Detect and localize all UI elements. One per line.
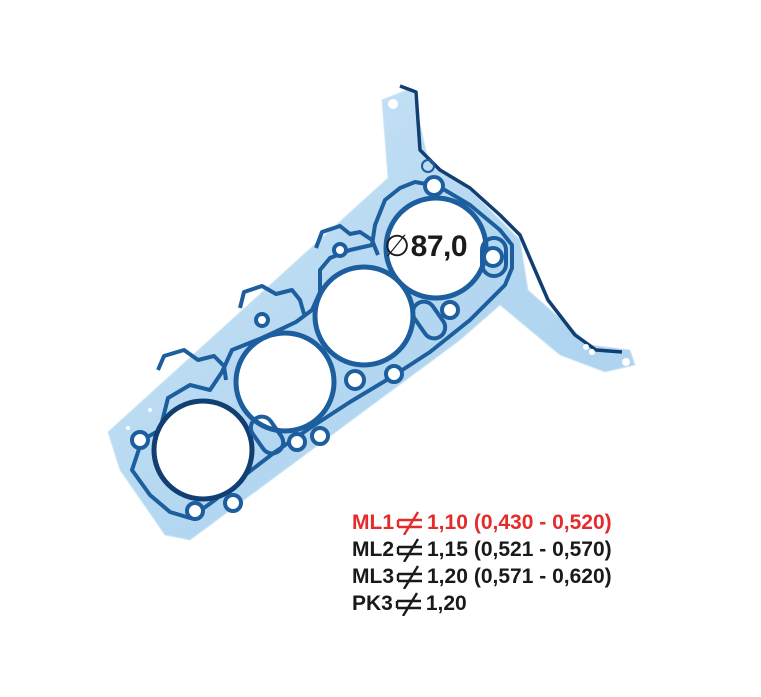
- dowel-ring: [421, 159, 435, 173]
- spec-range: (0,521 - 0,570): [473, 538, 612, 561]
- bolt-holes: [130, 175, 504, 521]
- thickness-spec-list: ML1 1,10 (0,430 - 0,520) ML2 1,15 (0,521…: [352, 509, 612, 617]
- bore-beads: [151, 195, 489, 502]
- bore-2: [312, 264, 416, 368]
- spec-range: (0,571 - 0,620): [473, 565, 612, 588]
- bore-3: [233, 330, 337, 434]
- thickness-symbol-icon: [396, 510, 422, 535]
- spec-thickness: 1,10: [427, 511, 468, 534]
- spec-thickness: 1,20: [427, 565, 468, 588]
- spec-row-pk3: PK3 1,20: [352, 590, 612, 617]
- spec-row-ml3: ML3 1,20 (0,571 - 0,620): [352, 563, 612, 590]
- bore-diameter-value: 87,0: [410, 230, 468, 263]
- bore-4: [151, 398, 255, 502]
- bore-diameter-label: ∅87,0: [384, 230, 468, 263]
- spec-thickness: 1,15: [427, 538, 468, 561]
- spec-code: ML2: [352, 538, 394, 561]
- spec-code: PK3: [352, 592, 393, 615]
- diameter-symbol-icon: ∅: [384, 230, 410, 263]
- spec-code: ML3: [352, 565, 394, 588]
- thickness-symbol-icon: [395, 591, 421, 616]
- thickness-symbol-icon: [396, 564, 422, 589]
- spec-row-ml1: ML1 1,10 (0,430 - 0,520): [352, 509, 612, 536]
- spec-code: ML1: [352, 511, 394, 534]
- bore-1: [383, 195, 489, 301]
- spec-thickness: 1,20: [425, 592, 467, 615]
- dowel-dots: [126, 99, 630, 430]
- spec-range: (0,430 - 0,520): [473, 511, 612, 534]
- spec-row-ml2: ML2 1,15 (0,521 - 0,570): [352, 536, 612, 563]
- thickness-symbol-icon: [396, 537, 422, 562]
